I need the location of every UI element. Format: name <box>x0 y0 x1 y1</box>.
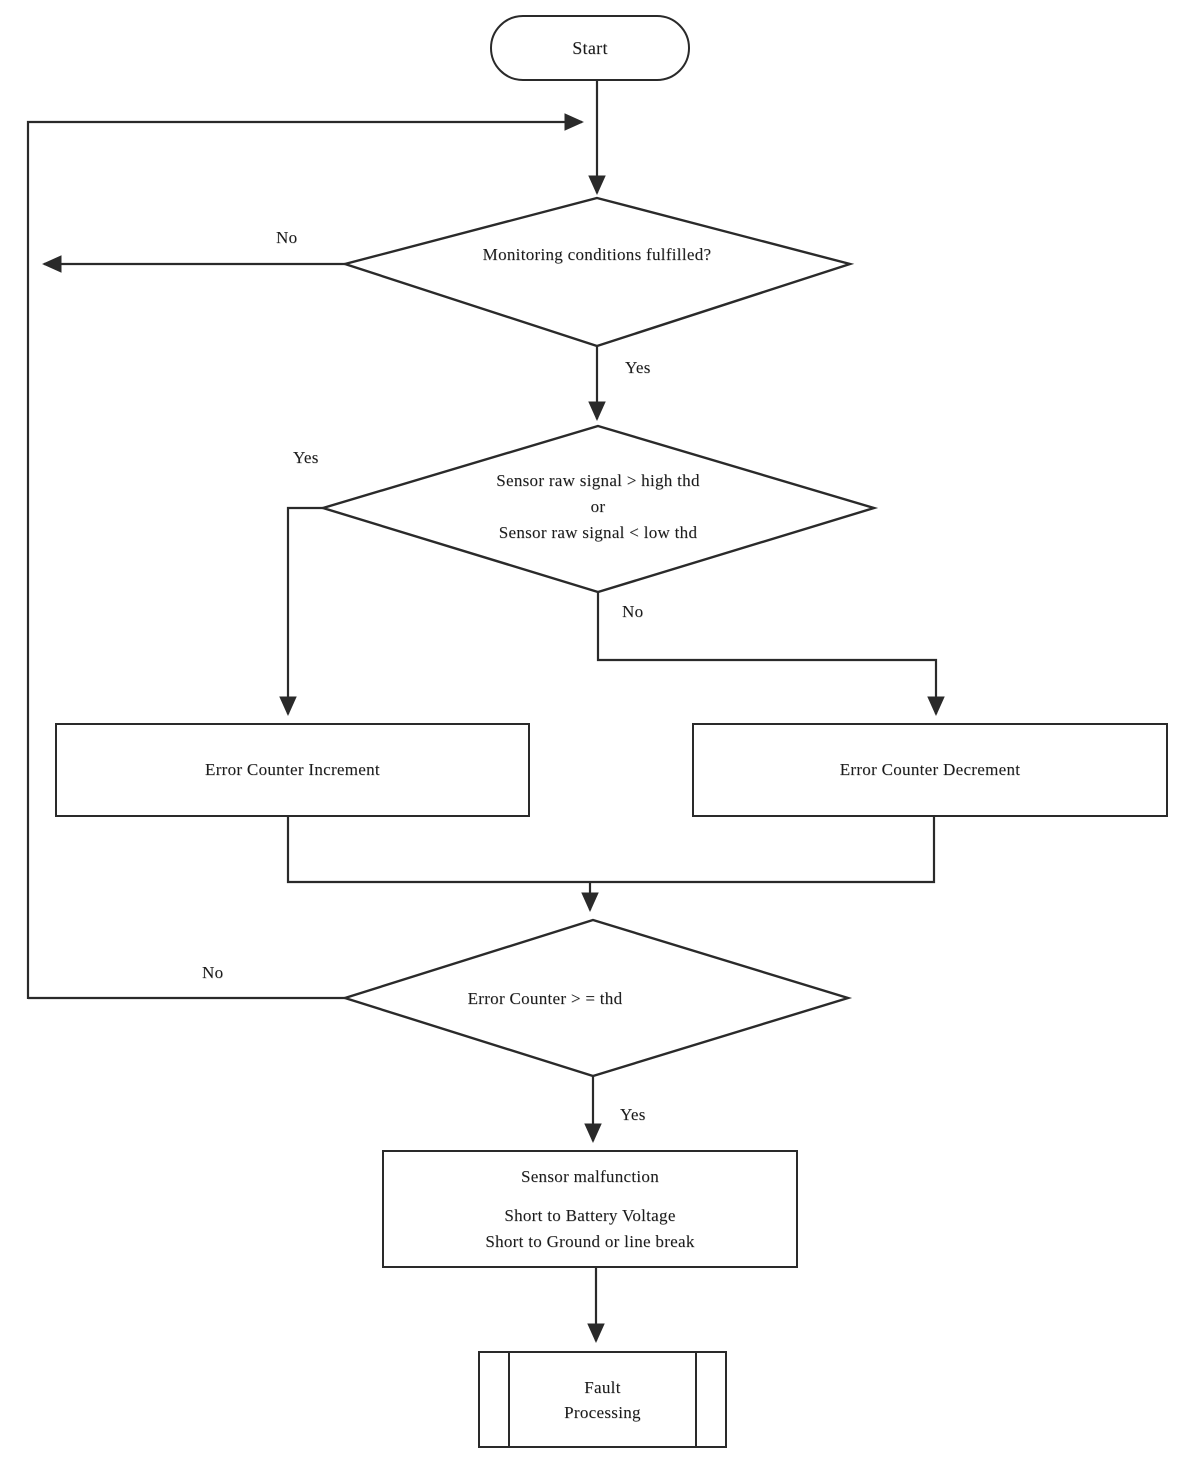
fault-processing-line2: Processing <box>564 1402 641 1422</box>
sensor-malfunction-line3: Short to Ground or line break <box>485 1231 695 1251</box>
connector-merge <box>286 817 936 884</box>
counter-decision-diamond <box>341 918 853 1078</box>
signal-yes-label: Yes <box>293 448 319 467</box>
fault-processing-line1: Fault <box>584 1377 621 1397</box>
fault-processing-label: Fault Processing <box>510 1353 695 1446</box>
start-node: Start <box>490 15 690 81</box>
start-label: Start <box>572 37 608 58</box>
error-counter-increment-label: Error Counter Increment <box>205 760 380 779</box>
connector-signal-no <box>596 592 945 716</box>
signal-decision-line2: or <box>590 497 606 516</box>
sensor-malfunction-line2: Short to Battery Voltage <box>504 1205 676 1225</box>
predefined-process-right-bar <box>695 1353 697 1446</box>
monitoring-no-label: No <box>276 228 298 247</box>
fault-processing-node: Fault Processing <box>478 1351 727 1448</box>
sensor-malfunction-node: Sensor malfunction Short to Battery Volt… <box>382 1150 798 1268</box>
counter-no-label: No <box>202 963 224 982</box>
signal-decision-line1: Sensor raw signal > high thd <box>496 471 700 490</box>
counter-yes-label: Yes <box>620 1105 646 1124</box>
monitoring-decision-label: Monitoring conditions fulfilled? <box>482 245 712 264</box>
monitoring-yes-label: Yes <box>625 358 651 377</box>
connector-signal-yes <box>279 506 323 716</box>
error-counter-decrement-node: Error Counter Decrement <box>692 723 1168 817</box>
error-counter-increment-node: Error Counter Increment <box>55 723 530 817</box>
signal-decision-line3: Sensor raw signal < low thd <box>498 523 698 542</box>
sensor-malfunction-line1: Sensor malfunction <box>520 1166 660 1186</box>
signal-decision-diamond <box>318 424 879 594</box>
signal-no-label: No <box>622 602 644 621</box>
monitoring-decision-diamond <box>340 196 855 348</box>
connector-feedback-loop <box>26 113 584 999</box>
counter-decision-label: Error Counter > = thd <box>467 989 623 1008</box>
predefined-process-left-bar <box>508 1353 510 1446</box>
error-counter-decrement-label: Error Counter Decrement <box>839 760 1021 779</box>
signal-decision-label: Sensor raw signal > high thd or Sensor r… <box>398 468 798 546</box>
